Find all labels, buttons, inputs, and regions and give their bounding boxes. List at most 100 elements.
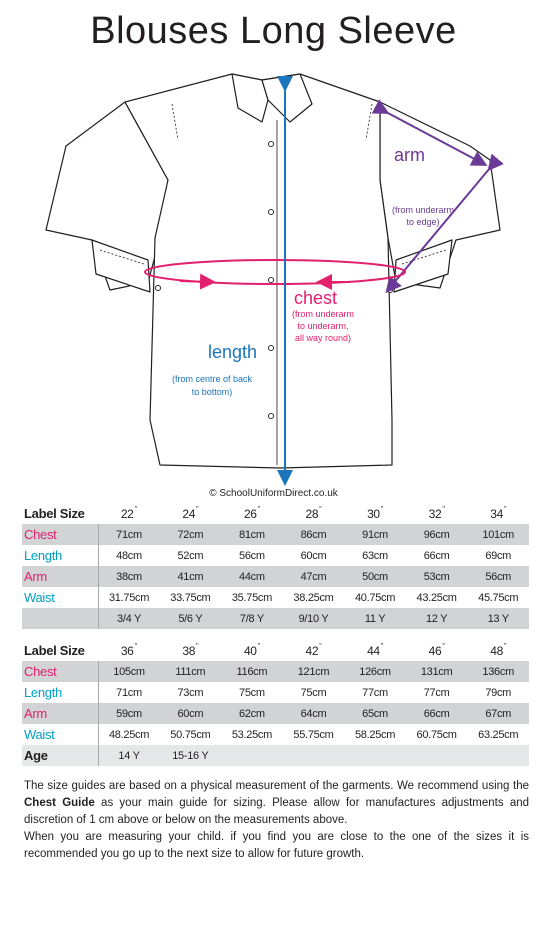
table-cell	[221, 745, 283, 766]
table-cell: 63.25cm	[478, 728, 519, 741]
table-cell: 3/4 Y	[97, 608, 160, 629]
table-cell: 53.25cm	[231, 728, 272, 741]
table-cell: 7/8 Y	[221, 608, 283, 629]
table-cell: 101cm	[467, 524, 529, 545]
table-row-waist: Waist 31.75cm 33.75cm 35.75cm 38.25cm 40…	[22, 587, 529, 608]
button-4	[267, 344, 275, 352]
row-label	[22, 608, 98, 629]
table-cell	[344, 745, 406, 766]
chest-guide-emphasis: Chest Guide	[24, 797, 95, 809]
row-label: Age	[22, 745, 98, 766]
table-row-chest: Chest 105cm 111cm 116cm 121cm 126cm 131c…	[22, 661, 529, 682]
table-cell: 40.75cm	[354, 591, 396, 604]
table-cell: 96cm	[405, 524, 468, 545]
size-cell: 38"	[182, 642, 199, 658]
header-label: Label Size	[24, 643, 85, 658]
page-title: Blouses Long Sleeve	[90, 10, 457, 52]
table-row-length: Length 71cm 73cm 75cm 75cm 77cm 77cm 79c…	[22, 682, 529, 703]
table-cell: 71cm	[97, 682, 160, 703]
table-cell: 11 Y	[344, 608, 406, 629]
button-3	[267, 276, 275, 284]
table-cell: 47cm	[282, 566, 345, 587]
table-cell: 62cm	[221, 703, 283, 724]
table-cell: 73cm	[177, 686, 204, 699]
size-cell: 44"	[367, 642, 383, 658]
row-label: Arm	[22, 566, 98, 587]
table-cell: 131cm	[405, 661, 468, 682]
table-cell: 72cm	[159, 524, 222, 545]
table-cell: 121cm	[282, 661, 345, 682]
size-table-2: Label Size 36" 38" 40" 42" 44" 46" 48" C…	[22, 640, 529, 766]
table-cell	[467, 745, 529, 766]
table-cell: 33.75cm	[170, 591, 211, 604]
size-cell: 32"	[428, 505, 445, 521]
table-cell: 56cm	[239, 549, 265, 562]
size-guide-notes: The size guides are based on a physical …	[24, 778, 529, 863]
table-cell	[405, 745, 468, 766]
table-cell: 13 Y	[467, 608, 529, 629]
table-row-arm: Arm 59cm 60cm 62cm 64cm 65cm 66cm 67cm	[22, 703, 529, 724]
row-label: Length	[24, 548, 62, 563]
table-cell: 116cm	[221, 661, 283, 682]
table-cell: 81cm	[221, 524, 283, 545]
table-cell: 9/10 Y	[282, 608, 345, 629]
size-cell: 30"	[367, 505, 383, 521]
table-header-row: Label Size 36" 38" 40" 42" 44" 46" 48"	[22, 640, 529, 661]
table-row-waist: Waist 48.25cm 50.75cm 53.25cm 55.75cm 58…	[22, 724, 529, 745]
table-cell: 111cm	[159, 661, 222, 682]
table-cell: 60cm	[159, 703, 222, 724]
table-row-age: 3/4 Y 5/6 Y 7/8 Y 9/10 Y 11 Y 12 Y 13 Y	[22, 608, 529, 629]
table-cell	[282, 745, 345, 766]
table-cell: 66cm	[405, 703, 468, 724]
table-cell: 65cm	[344, 703, 406, 724]
table-cell: 79cm	[485, 686, 512, 699]
table-cell: 5/6 Y	[159, 608, 222, 629]
table-cell: 91cm	[344, 524, 406, 545]
size-cell: 40"	[243, 642, 260, 658]
notes-paragraph-1: The size guides are based on a physical …	[24, 780, 530, 826]
table-cell: 59cm	[97, 703, 160, 724]
table-cell: 77cm	[423, 686, 450, 699]
table-cell: 77cm	[362, 686, 388, 699]
table-cell: 44cm	[221, 566, 283, 587]
length-label: length	[208, 342, 258, 362]
size-cell: 26"	[243, 505, 260, 521]
table-cell: 86cm	[282, 524, 345, 545]
size-cell: 36"	[120, 642, 137, 658]
table-cell: 56cm	[467, 566, 529, 587]
arm-label: arm	[394, 145, 425, 165]
row-label: Waist	[24, 590, 55, 605]
row-label: Chest	[22, 524, 98, 545]
table-cell: 71cm	[97, 524, 160, 545]
table-cell: 53cm	[405, 566, 468, 587]
blouse-illustration	[45, 73, 504, 486]
table-cell: 69cm	[485, 549, 512, 562]
left-cuff	[91, 239, 151, 293]
table-row-age: Age 14 Y 15-16 Y	[22, 745, 529, 766]
table-cell: 64cm	[282, 703, 345, 724]
table-cell: 38.25cm	[293, 591, 334, 604]
table-cell: 52cm	[177, 549, 204, 562]
table-cell: 60cm	[300, 549, 327, 562]
table-cell: 50cm	[344, 566, 406, 587]
table-cell: 15-16 Y	[159, 745, 222, 766]
table-cell: 48cm	[97, 545, 160, 566]
table-cell: 45.75cm	[478, 591, 519, 604]
table-header-row: Label Size 22" 24" 26" 28" 30" 32" 34"	[22, 503, 529, 524]
size-cell: 24"	[182, 505, 199, 521]
row-label: Chest	[22, 661, 98, 682]
table-row-chest: Chest 71cm 72cm 81cm 86cm 91cm 96cm 101c…	[22, 524, 529, 545]
notes-paragraph-2: When you are measuring your child. if yo…	[24, 831, 529, 860]
table-cell: 48.25cm	[97, 724, 160, 745]
button-5	[267, 412, 275, 420]
table-cell: 50.75cm	[170, 728, 211, 741]
table-cell: 12 Y	[405, 608, 468, 629]
table-cell: 67cm	[467, 703, 529, 724]
row-label: Arm	[22, 703, 98, 724]
row-label: Waist	[24, 727, 55, 742]
table-cell: 14 Y	[97, 745, 160, 766]
table-cell: 66cm	[423, 549, 450, 562]
table-cell: 41cm	[159, 566, 222, 587]
